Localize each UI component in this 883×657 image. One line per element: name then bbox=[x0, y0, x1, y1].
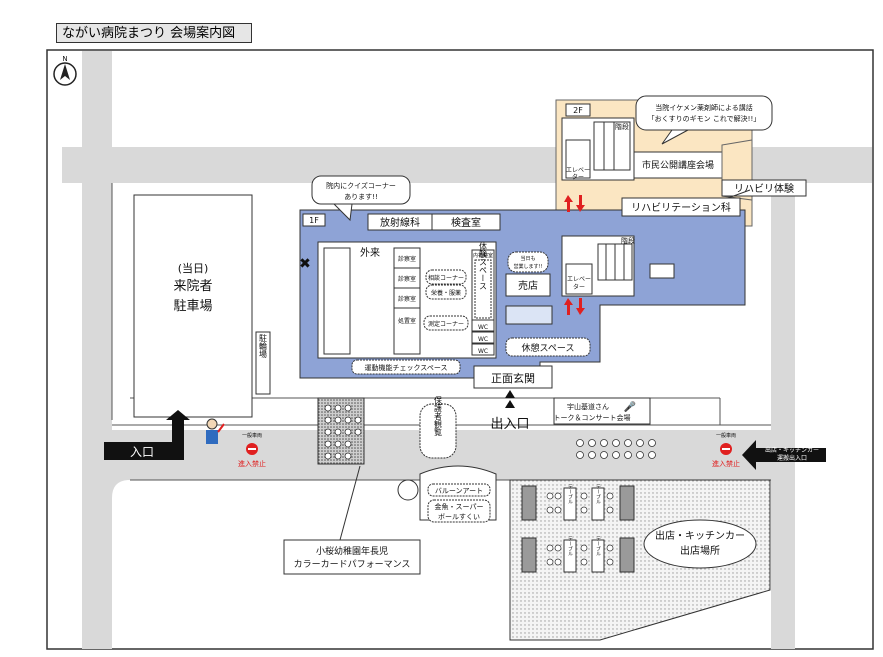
talk-stage bbox=[553, 397, 651, 425]
svg-text:検査室: 検査室 bbox=[451, 216, 481, 229]
svg-text:診察室: 診察室 bbox=[398, 295, 416, 303]
no-entry-right: 一般車両 進入禁止 bbox=[712, 432, 740, 468]
svg-text:測定コーナー: 測定コーナー bbox=[428, 320, 464, 328]
svg-text:出店・キッチンカー: 出店・キッチンカー bbox=[655, 529, 745, 542]
svg-text:体験スペース: 体験スペース bbox=[479, 241, 488, 290]
svg-text:保護者観覧: 保護者観覧 bbox=[434, 395, 443, 437]
entrance-arrow: 入口 bbox=[104, 410, 190, 460]
bike-parking bbox=[255, 331, 271, 395]
stall-vehicle-arrow: 出店・キッチンカー 運搬出入口 bbox=[742, 440, 826, 470]
svg-text:テーブル: テーブル bbox=[595, 484, 601, 504]
svg-text:出入口: 出入口 bbox=[490, 417, 529, 432]
compass-icon: N bbox=[53, 55, 77, 86]
svg-text:「おくすりのギモン これで解決!!」: 「おくすりのギモン これで解決!!」 bbox=[648, 114, 761, 123]
updown-arrow-icon bbox=[564, 195, 585, 315]
svg-text:進入禁止: 進入禁止 bbox=[238, 459, 266, 468]
svg-text:運動機能チェックスペース: 運動機能チェックスペース bbox=[365, 363, 448, 372]
svg-text:一般車両: 一般車両 bbox=[242, 432, 262, 439]
stall-callout: 出店・キッチンカー 出店場所 bbox=[643, 519, 757, 569]
no-entry-left: 一般車両 進入禁止 bbox=[238, 432, 266, 468]
svg-text:放射線科: 放射線科 bbox=[380, 216, 420, 229]
first-floor: 1F 放射線科 検査室 外来 診察室 診察室 診察室 処置室 相談コーナー 栄養… bbox=[299, 209, 746, 389]
svg-text:N: N bbox=[62, 55, 67, 63]
svg-text:宇山基道さん: 宇山基道さん bbox=[567, 402, 609, 411]
svg-text:1F: 1F bbox=[309, 216, 319, 225]
svg-text:テーブル: テーブル bbox=[567, 484, 573, 504]
visitor-parking bbox=[133, 194, 253, 418]
svg-text:トーク＆コンサート会場: トーク＆コンサート会場 bbox=[554, 413, 631, 422]
svg-text:リハビリ体験: リハビリ体験 bbox=[734, 182, 794, 195]
svg-text:進入禁止: 進入禁止 bbox=[712, 459, 740, 468]
svg-text:来院者: 来院者 bbox=[173, 279, 212, 294]
svg-text:出店場所: 出店場所 bbox=[680, 544, 720, 557]
quiz-callout: 院内にクイズコーナー あります!! bbox=[311, 175, 411, 222]
svg-text:当日も: 当日も bbox=[520, 255, 535, 262]
svg-text:2F: 2F bbox=[573, 106, 583, 115]
closed-mark-icon: ✖ bbox=[299, 256, 311, 272]
stall-tables: テーブル テーブル テーブル テーブル bbox=[521, 484, 635, 573]
svg-text:市民公開講座会場: 市民公開講座会場 bbox=[642, 159, 714, 171]
svg-text:テーブル: テーブル bbox=[595, 536, 601, 556]
guard-icon bbox=[206, 418, 225, 444]
svg-text:栄養・服薬: 栄養・服薬 bbox=[431, 289, 461, 297]
svg-text:正面玄関: 正面玄関 bbox=[491, 371, 535, 385]
svg-text:内視鏡室: 内視鏡室 bbox=[473, 252, 493, 259]
svg-text:金魚・スーパー: 金魚・スーパー bbox=[435, 502, 484, 511]
svg-text:相談コーナー: 相談コーナー bbox=[428, 274, 464, 282]
svg-text:階段: 階段 bbox=[621, 236, 635, 245]
performance-seats bbox=[324, 404, 362, 460]
svg-text:エレベー: エレベー bbox=[567, 276, 591, 283]
lecture-callout: 当院イケメン薬剤師による講話 「おくすりのギモン これで解決!!」 bbox=[635, 95, 773, 145]
exit-entrance: 出入口 bbox=[490, 390, 530, 432]
rehab-dept-label bbox=[621, 197, 741, 217]
svg-text:外来: 外来 bbox=[360, 247, 380, 259]
svg-text:入口: 入口 bbox=[130, 445, 154, 459]
svg-text:診察室: 診察室 bbox=[398, 275, 416, 283]
svg-text:リハビリテーション科: リハビリテーション科 bbox=[631, 201, 731, 214]
rehab-exp-label bbox=[721, 179, 807, 197]
svg-text:(当日): (当日) bbox=[178, 261, 209, 275]
svg-text:当院イケメン薬剤師による講話: 当院イケメン薬剤師による講話 bbox=[655, 103, 753, 112]
svg-text:カラーカードパフォーマンス: カラーカードパフォーマンス bbox=[294, 559, 411, 570]
svg-text:診察室: 診察室 bbox=[398, 255, 416, 263]
svg-text:ター: ター bbox=[573, 283, 585, 291]
audience-seats bbox=[576, 439, 656, 459]
svg-text:ター: ター bbox=[572, 173, 584, 181]
balloon-icon bbox=[397, 479, 419, 501]
microphone-icon: 🎤 bbox=[624, 400, 637, 413]
svg-text:エレベー: エレベー bbox=[566, 167, 590, 174]
svg-text:ボールすくい: ボールすくい bbox=[438, 513, 480, 521]
svg-text:売店: 売店 bbox=[518, 279, 538, 292]
svg-text:あります!!: あります!! bbox=[344, 193, 378, 201]
svg-text:階段: 階段 bbox=[615, 122, 629, 131]
svg-text:処置室: 処置室 bbox=[398, 317, 416, 325]
svg-text:駐輪場: 駐輪場 bbox=[259, 333, 268, 359]
svg-text:バルーンアート: バルーンアート bbox=[435, 487, 483, 495]
svg-text:小桜幼稚園年長児: 小桜幼稚園年長児 bbox=[316, 545, 388, 557]
svg-text:出店・キッチンカー: 出店・キッチンカー bbox=[765, 446, 819, 454]
guardian-view-area bbox=[419, 403, 457, 459]
svg-text:休憩スペース: 休憩スペース bbox=[522, 342, 575, 354]
svg-text:WC: WC bbox=[478, 336, 488, 343]
kindergarten-callout: 小桜幼稚園年長児 カラーカードパフォーマンス bbox=[283, 465, 421, 575]
svg-text:WC: WC bbox=[478, 348, 488, 355]
svg-text:院内にクイズコーナー: 院内にクイズコーナー bbox=[326, 181, 396, 190]
svg-text:テーブル: テーブル bbox=[567, 536, 573, 556]
map-title: ながい病院まつり 会場案内図 bbox=[56, 23, 252, 43]
svg-text:営業します!!: 営業します!! bbox=[513, 263, 542, 270]
svg-text:一般車両: 一般車両 bbox=[716, 432, 736, 439]
tent: バルーンアート 金魚・スーパー ボールすくい bbox=[419, 465, 497, 523]
svg-text:WC: WC bbox=[478, 324, 488, 331]
roads bbox=[62, 51, 872, 649]
svg-text:駐車場: 駐車場 bbox=[173, 299, 212, 314]
svg-text:運搬出入口: 運搬出入口 bbox=[777, 454, 807, 462]
